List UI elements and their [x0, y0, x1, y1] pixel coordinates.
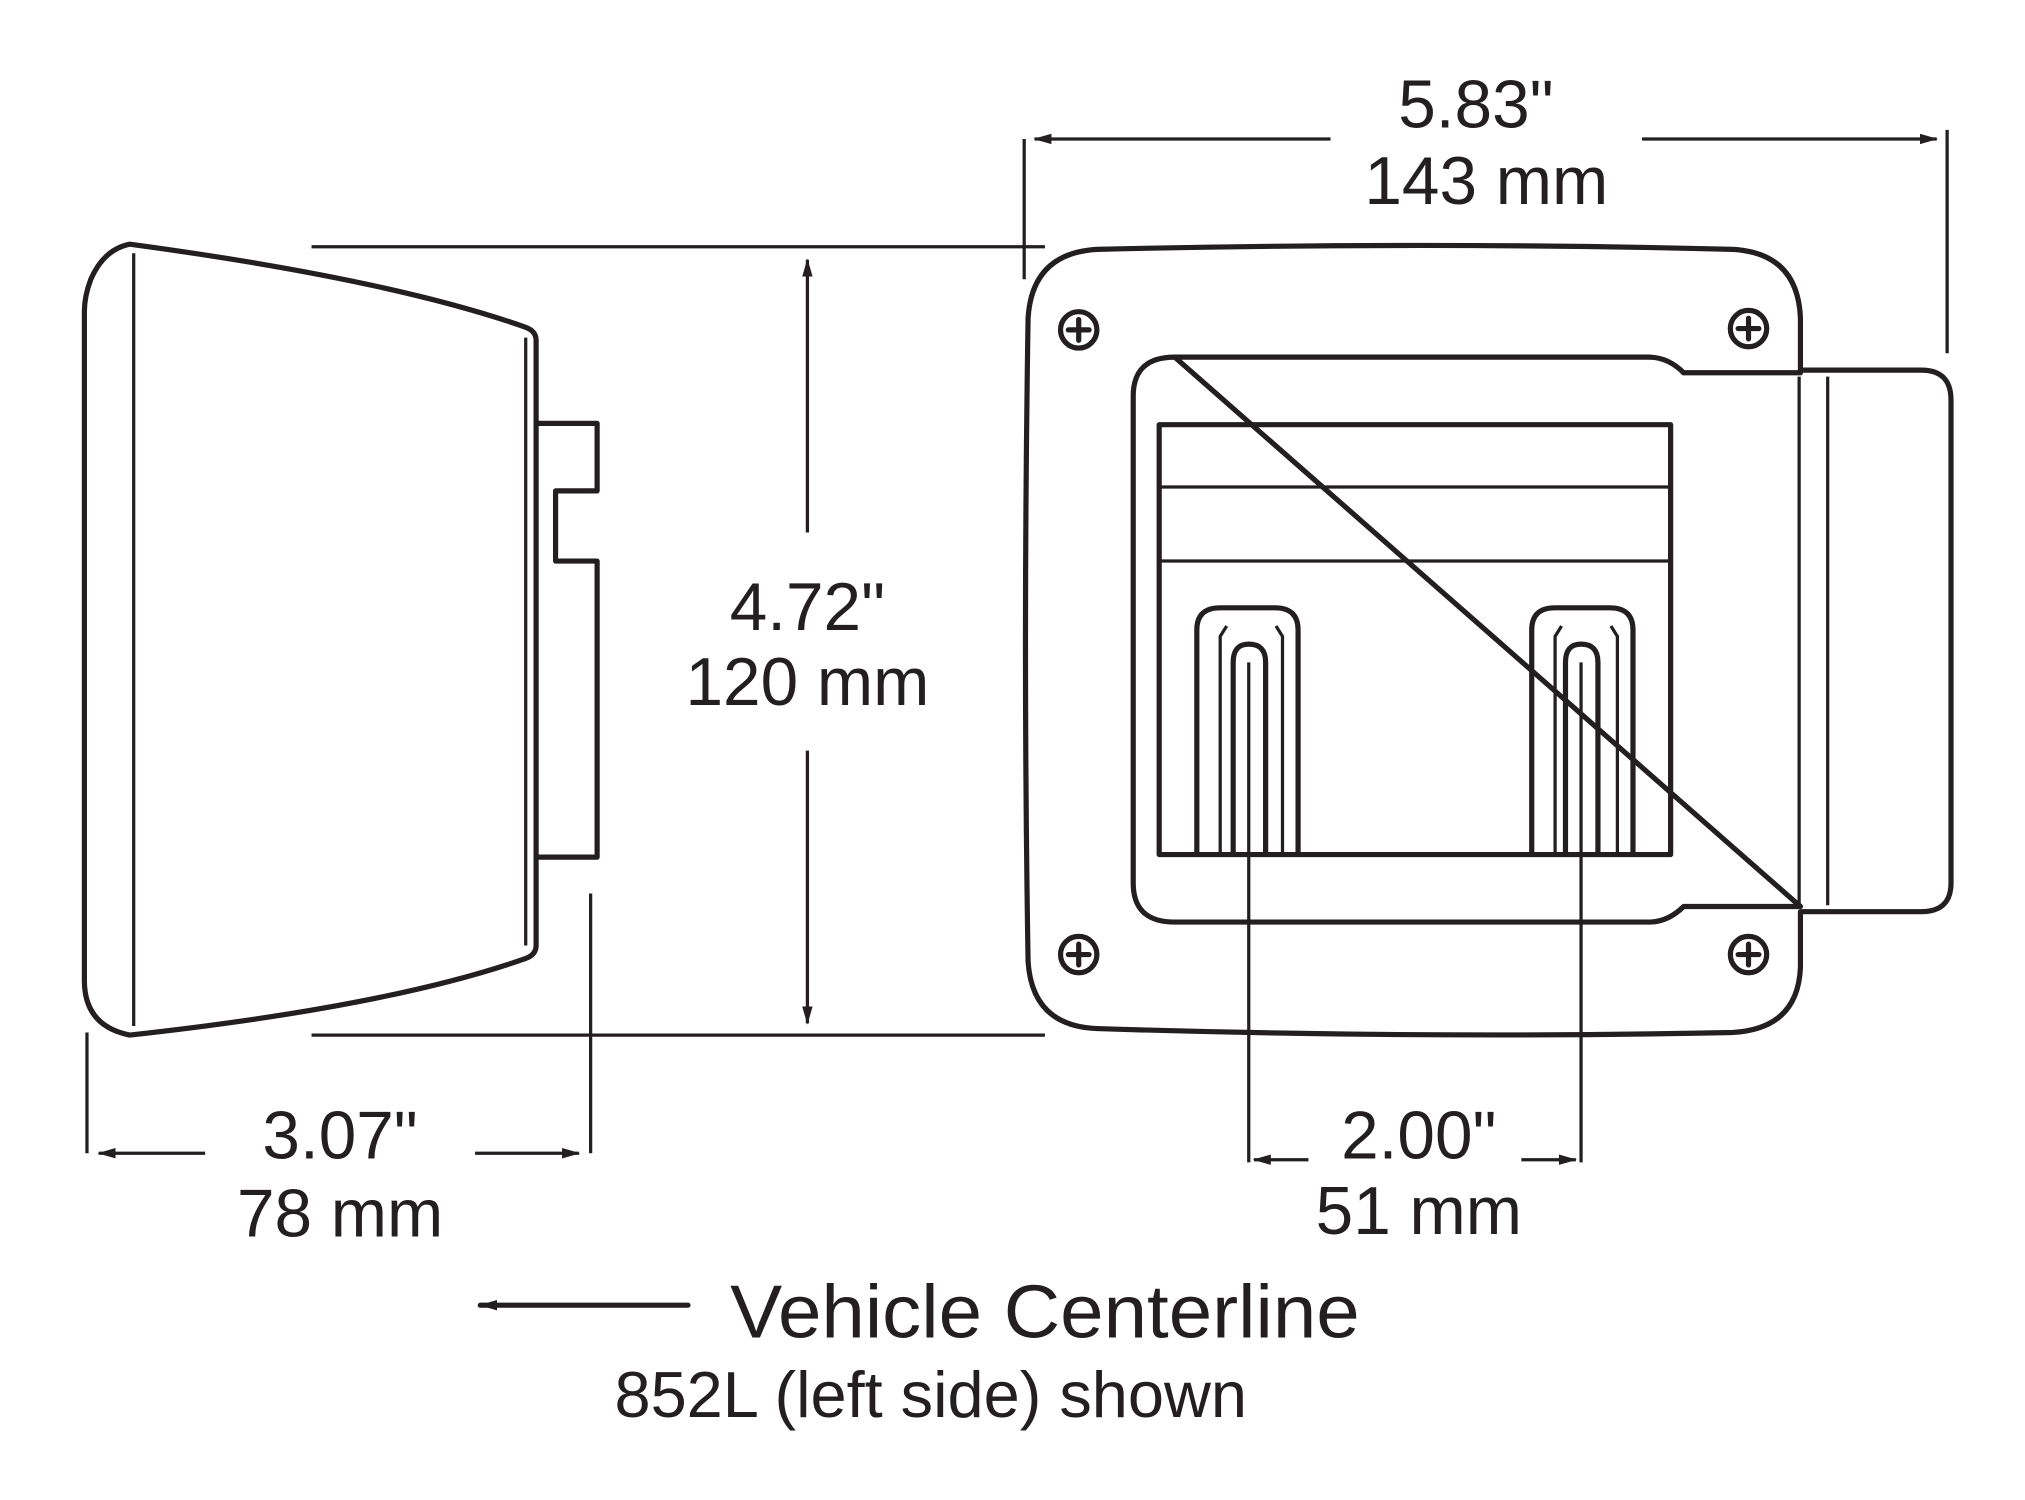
width-inches: 5.83" [1398, 67, 1553, 142]
depth-inches: 3.07" [262, 1098, 417, 1173]
side-view [81, 241, 600, 1038]
stud-spacing-mm: 51 mm [1316, 1174, 1522, 1249]
front-view [1022, 242, 1954, 1038]
height-dimension: 4.72" 120 mm [311, 245, 1045, 1037]
depth-dimension: 3.07" 78 mm [85, 893, 593, 1251]
stud-spacing-dimension: 2.00" 51 mm [1247, 662, 1583, 1249]
depth-mm: 78 mm [237, 1176, 443, 1251]
model-note: 852L (left side) shown [615, 1358, 1247, 1431]
stud-spacing-inches: 2.00" [1341, 1098, 1496, 1173]
height-inches: 4.72" [730, 570, 885, 645]
vehicle-centerline-label: Vehicle Centerline [730, 1270, 1360, 1354]
height-mm: 120 mm [686, 645, 930, 720]
width-dimension: 5.83" 143 mm [1022, 67, 1949, 354]
mounting-stud-left [1194, 605, 1301, 855]
mounting-stud-right [1529, 605, 1636, 855]
width-mm: 143 mm [1364, 144, 1608, 219]
caption: Vehicle Centerline 852L (left side) show… [477, 1270, 1360, 1431]
screw-icon [1057, 307, 1770, 976]
